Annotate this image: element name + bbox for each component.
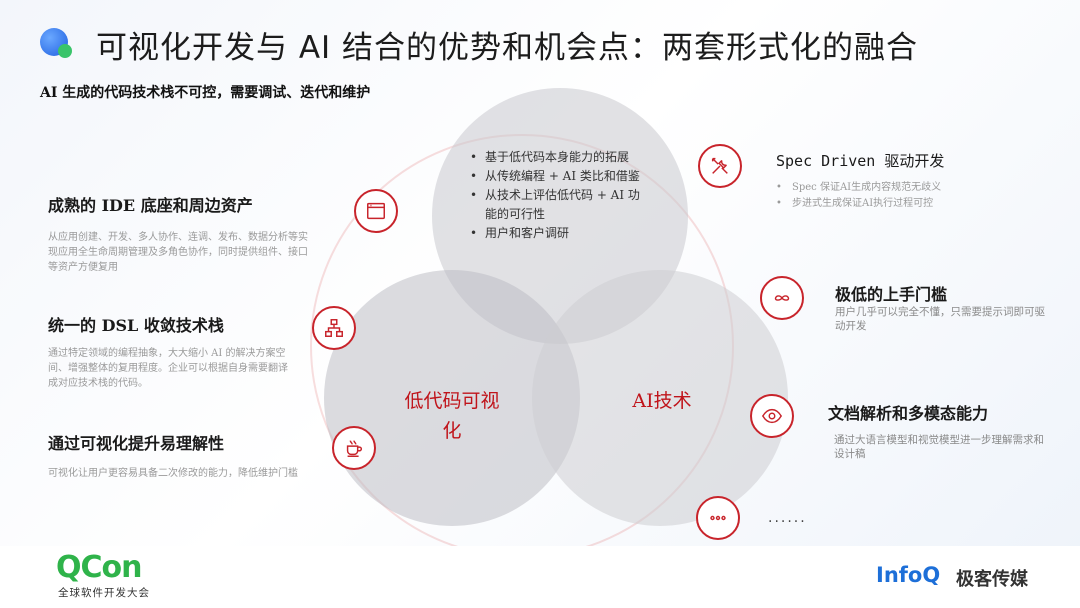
list-item: 基于低代码本身能力的拓展 [470, 148, 650, 167]
feature-desc-ide: 从应用创建、开发、多人协作、连调、发布、数据分析等实现应用全生命周期管理及多角色… [48, 232, 308, 273]
tools-icon [698, 144, 742, 188]
feature-title-dsl: 统一的 DSL 收敛技术栈 [48, 316, 224, 335]
infinity-icon [760, 276, 804, 320]
list-item: 从传统编程 + AI 类比和借鉴 [470, 167, 650, 186]
venn-label-lowcode: 低代码可视化 [404, 390, 500, 442]
qcon-logo-subtitle: 全球软件开发大会 [58, 587, 150, 599]
infoq-logo: InfoQ [876, 563, 941, 587]
infoq-logo-cn: 极客传媒 [956, 569, 1028, 590]
feature-desc-visual: 可视化让用户更容易具备二次修改的能力，降低维护门槛 [48, 468, 298, 479]
page-title: 可视化开发与 AI 结合的优势和机会点：两套形式化的融合 [96, 30, 919, 66]
more-ellipsis: ...... [768, 510, 807, 526]
list-item: Spec 保证AI生成内容规范无歧义 [776, 180, 941, 196]
footer-bar [0, 546, 1080, 608]
list-item: 从技术上评估低代码 + AI 功能的可行性 [470, 186, 650, 224]
qcon-logo: QCon [56, 550, 142, 585]
coffee-cup-icon [332, 426, 376, 470]
list-item: 步进式生成保证AI执行过程可控 [776, 196, 941, 212]
eye-icon [750, 394, 794, 438]
feature-desc-multimodal: 通过大语言模型和视觉模型进一步理解需求和设计稿 [834, 434, 1044, 460]
more-dots-icon [696, 496, 740, 540]
venn-label-ai: AI技术 [632, 390, 692, 412]
feature-title-multimodal: 文档解析和多模态能力 [828, 404, 989, 423]
feature-title-low-barrier: 极低的上手门槛 [835, 285, 948, 304]
browser-window-icon [354, 189, 398, 233]
feature-title-spec: Spec Driven 驱动开发 [776, 152, 945, 170]
list-item: 用户和客户调研 [470, 224, 650, 243]
feature-desc-low-barrier: 用户几乎可以完全不懂，只需要提示词即可驱动开发 [835, 306, 1045, 332]
venn-circle-ai [532, 270, 788, 526]
venn-top-list: 基于低代码本身能力的拓展 从传统编程 + AI 类比和借鉴 从技术上评估低代码 … [470, 148, 650, 243]
feature-desc-dsl: 通过特定领域的编程抽象，大大缩小 AI 的解决方案空间、增强整体的复用程度。企业… [48, 348, 288, 389]
brand-dot-green [58, 44, 72, 58]
page-subtitle: AI 生成的代码技术栈不可控，需要调试、迭代和维护 [40, 85, 371, 101]
spec-bullets: Spec 保证AI生成内容规范无歧义 步进式生成保证AI执行过程可控 [776, 180, 941, 212]
feature-title-visual: 通过可视化提升易理解性 [48, 434, 225, 453]
hierarchy-icon [312, 306, 356, 350]
feature-title-ide: 成熟的 IDE 底座和周边资产 [48, 196, 253, 215]
